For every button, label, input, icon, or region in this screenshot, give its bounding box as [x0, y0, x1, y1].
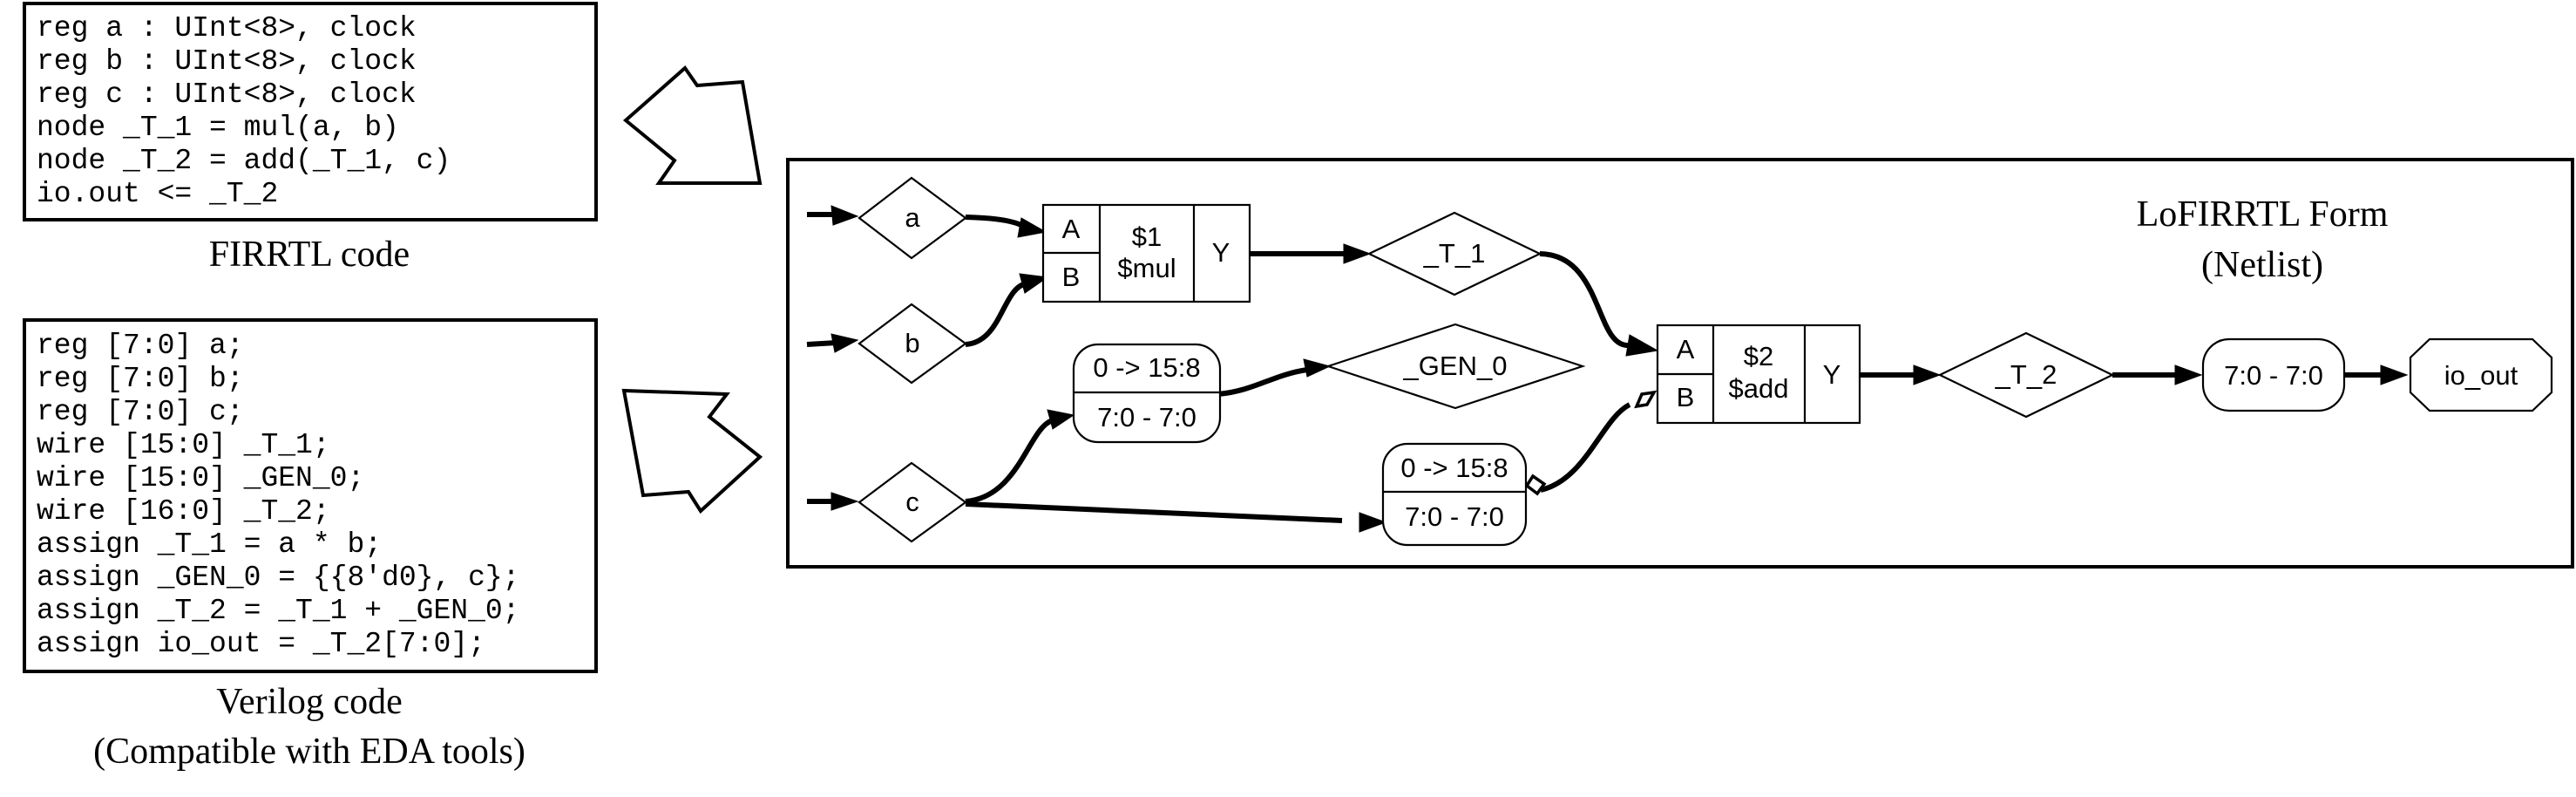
verilog-caption-line2: (Compatible with EDA tools): [93, 732, 525, 772]
mul-port-a: A: [1062, 214, 1081, 244]
output-label: io_out: [2444, 360, 2518, 391]
firrtl-code-box: [23, 2, 598, 221]
verilog-line: assign io_out = _T_2[7:0];: [37, 628, 485, 660]
add-cell: A B $2 $add Y: [1656, 324, 1861, 425]
verilog-line: reg [7:0] b;: [37, 363, 244, 395]
add-cell-id: $2: [1744, 341, 1773, 371]
firrtl-line: node _T_2 = add(_T_1, c): [37, 145, 451, 177]
verilog-line: wire [15:0] _T_1;: [37, 429, 330, 461]
netlist-title-line1: LoFIRRTL Form: [2137, 194, 2389, 235]
verilog-line: assign _T_2 = _T_1 + _GEN_0;: [37, 595, 520, 627]
add-port-b: B: [1677, 382, 1695, 412]
verilog-line: assign _T_1 = a * b;: [37, 528, 382, 561]
t2-node: [1937, 331, 2115, 419]
ext1-node: 0 -> 15:8 7:0 - 7:0: [1072, 343, 1222, 444]
firrtl-code-panel: reg a : UInt<8>, clock reg b : UInt<8>, …: [23, 2, 598, 275]
input-a-label: a: [905, 202, 920, 233]
verilog-line: reg [7:0] a;: [37, 330, 244, 362]
verilog-line: reg [7:0] c;: [37, 396, 244, 428]
firrtl-line: reg c : UInt<8>, clock: [37, 78, 417, 111]
input-b-node: [858, 303, 967, 385]
mul-cell-op: $mul: [1117, 253, 1176, 283]
ext2-bottom-label: 7:0 - 7:0: [1405, 501, 1504, 532]
add-port-a: A: [1677, 334, 1695, 364]
slice-node: [2201, 337, 2346, 412]
firrtl-line: reg a : UInt<8>, clock: [37, 12, 417, 44]
add-port-y: Y: [1823, 359, 1841, 390]
mul-cell: A B $1 $mul Y: [1041, 203, 1251, 303]
add-cell-op: $add: [1729, 373, 1789, 404]
verilog-code-box: [23, 318, 598, 673]
verilog-line: wire [16:0] _T_2;: [37, 495, 330, 528]
output-node: [2409, 337, 2553, 412]
mul-port-b: B: [1062, 262, 1081, 292]
ext1-bottom-label: 7:0 - 7:0: [1097, 402, 1196, 433]
ext2-top-label: 0 -> 15:8: [1400, 453, 1508, 483]
mul-cell-id: $1: [1132, 221, 1162, 252]
netlist-title-line2: (Netlist): [2201, 245, 2323, 285]
firrtl-caption: FIRRTL code: [209, 235, 410, 275]
verilog-code-panel: reg [7:0] a; reg [7:0] b; reg [7:0] c; w…: [23, 318, 598, 772]
t1-label: _T_1: [1423, 238, 1486, 269]
input-a-node: [858, 176, 967, 260]
verilog-line: assign _GEN_0 = {{8'd0}, c};: [37, 562, 520, 594]
netlist-wires: [806, 205, 2409, 533]
t1-node: [1366, 211, 1542, 296]
firrtl-line: reg b : UInt<8>, clock: [37, 45, 417, 78]
arrow-firrtl-to-netlist-icon: [622, 65, 763, 185]
verilog-line: wire [15:0] _GEN_0;: [37, 462, 364, 494]
ext2-node: 0 -> 15:8 7:0 - 7:0: [1381, 442, 1528, 547]
firrtl-line: node _T_1 = mul(a, b): [37, 112, 399, 144]
verilog-caption-line1: Verilog code: [216, 682, 402, 722]
input-c-label: c: [905, 487, 919, 517]
slice-label: 7:0 - 7:0: [2224, 360, 2323, 391]
t2-label: _T_2: [1995, 359, 2057, 390]
mul-port-y: Y: [1212, 237, 1230, 268]
firrtl-line: io.out <= _T_2: [37, 178, 278, 210]
gen0-label: _GEN_0: [1403, 351, 1508, 381]
ext1-top-label: 0 -> 15:8: [1093, 352, 1200, 383]
input-b-label: b: [905, 328, 919, 358]
gen0-node: [1325, 323, 1586, 410]
input-c-node: [858, 461, 967, 543]
arrow-netlist-to-verilog-icon: [621, 388, 763, 514]
